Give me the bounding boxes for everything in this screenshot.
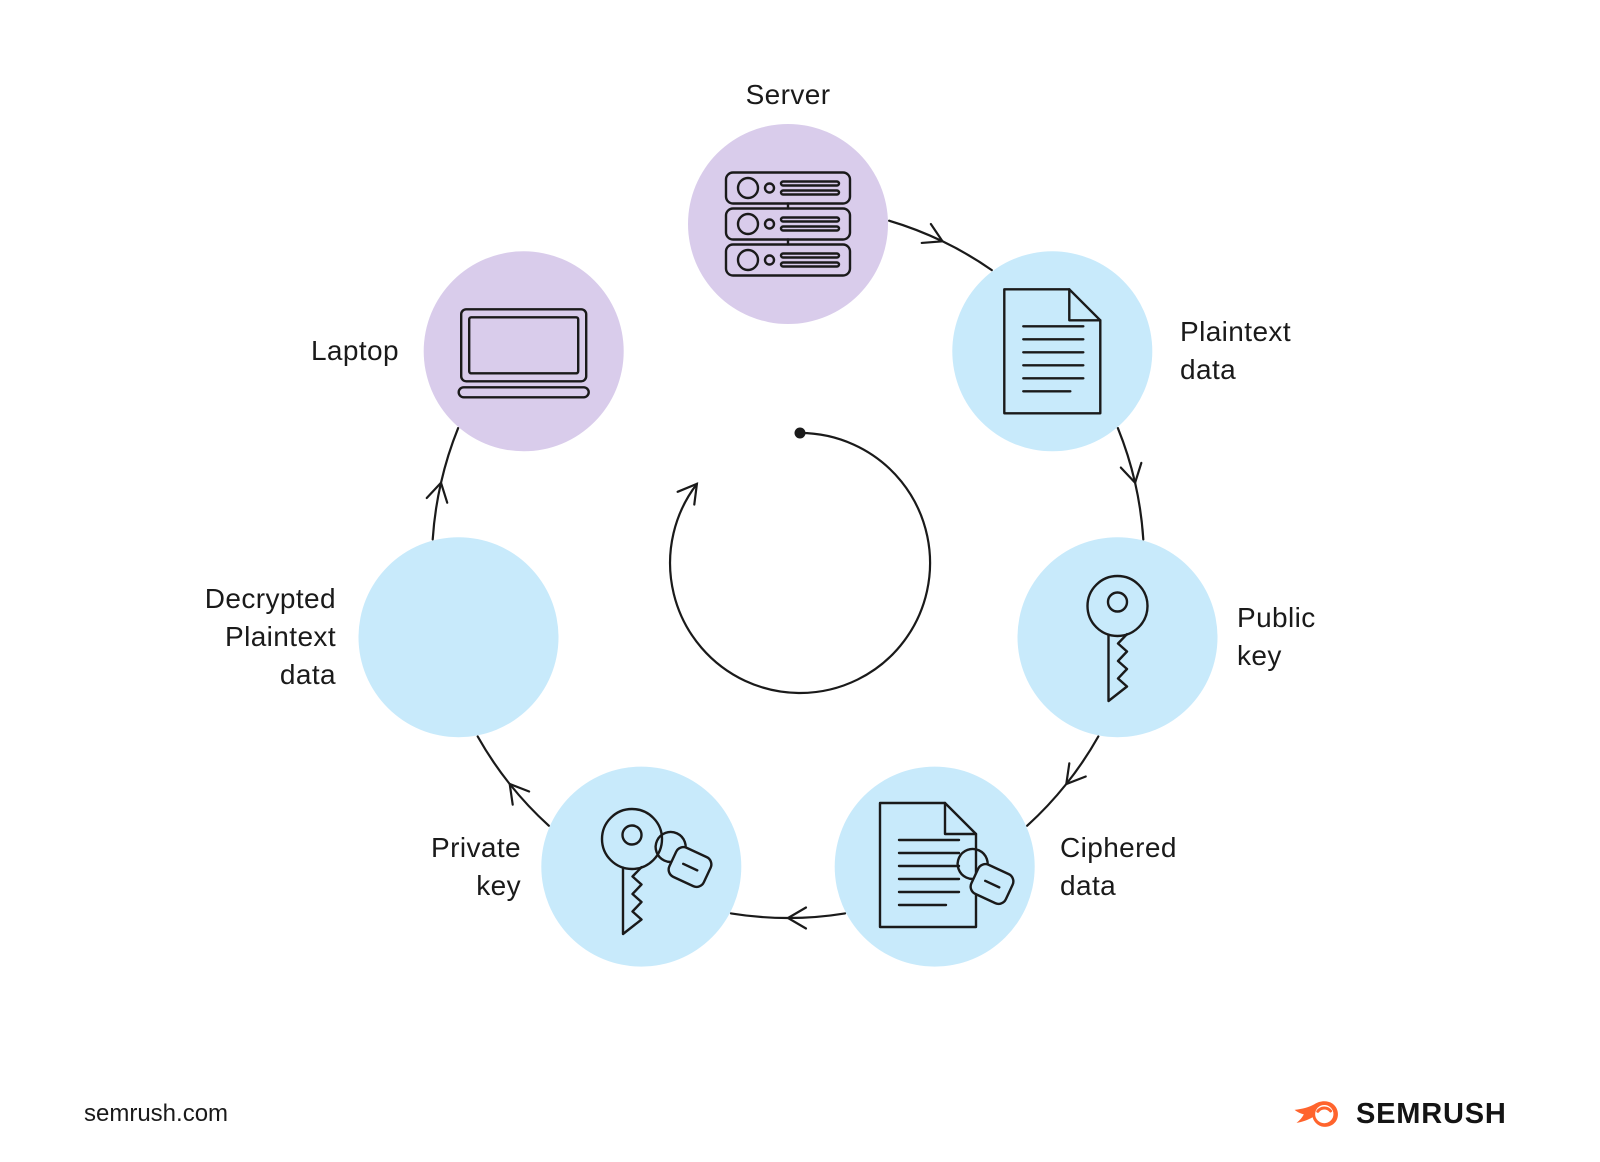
label-private-key: Private key: [431, 829, 521, 905]
label-server: Server: [746, 76, 831, 114]
label-line: key: [476, 870, 521, 901]
semrush-logo: SEMRUSH: [1292, 1098, 1507, 1131]
flow-arrow-server-to-plaintext: [888, 219, 993, 272]
label-line: Public: [1237, 602, 1316, 633]
label-laptop: Laptop: [311, 332, 399, 370]
label-line: Decrypted: [204, 583, 336, 614]
label-line: Laptop: [310, 335, 399, 366]
flow-arrow-decrypted-to-laptop: [425, 427, 460, 541]
node-circle-laptop: [423, 251, 624, 452]
label-line: data: [279, 659, 336, 690]
node-circle-public-key: [1017, 537, 1218, 738]
label-line: Private: [431, 832, 521, 863]
cycle-arrow: [668, 427, 932, 695]
label-line: key: [1237, 640, 1282, 671]
server-icon: [724, 171, 852, 277]
node-circle-server: [688, 124, 888, 324]
label-ciphered-data: Ciphered data: [1060, 829, 1177, 905]
flow-arrow-ciphered-to-private: [729, 906, 847, 930]
label-line: data: [1060, 870, 1117, 901]
label-line: Ciphered: [1060, 832, 1177, 863]
label-line: Server: [745, 79, 831, 110]
flow-arrow-public-to-ciphered: [1026, 735, 1100, 827]
label-line: Plaintext: [225, 621, 336, 652]
label-decrypted-plaintext-data: Decrypted Plaintext data: [205, 580, 336, 694]
label-public-key: Public key: [1237, 599, 1316, 675]
flow-arrow-private-to-decrypted: [476, 735, 550, 827]
flow-arrow-plaintext-to-public: [1116, 427, 1145, 541]
site-url: semrush.com: [84, 1100, 229, 1127]
label-line: Plaintext: [1180, 316, 1291, 347]
label-plaintext-data: Plaintext data: [1180, 313, 1291, 389]
node-circle-decrypted: [358, 537, 559, 738]
semrush-flame-icon: [1294, 1100, 1338, 1127]
label-line: data: [1180, 354, 1237, 385]
laptop-icon: [457, 308, 590, 399]
semrush-wordmark: SEMRUSH: [1356, 1098, 1507, 1130]
